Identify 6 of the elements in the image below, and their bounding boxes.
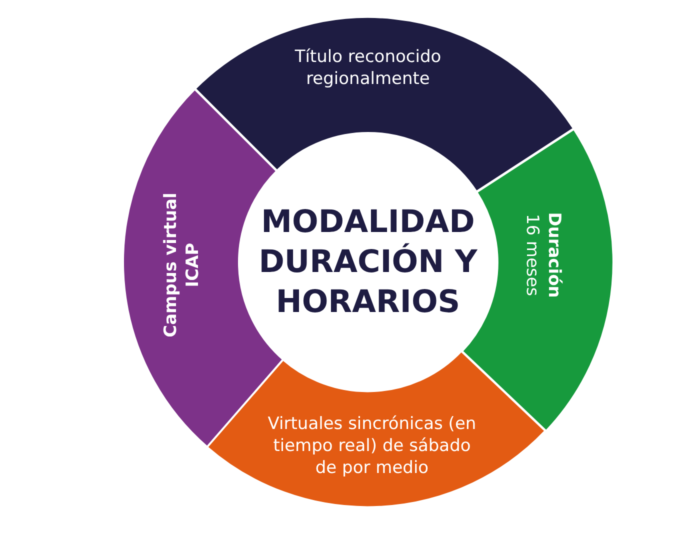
segment-subtitle: 16 meses — [520, 212, 543, 298]
segment-label: Duración — [543, 211, 566, 300]
segment-label: Título reconocido regionalmente — [294, 46, 442, 90]
center-title: MODALIDAD DURACIÓN Y HORARIOS — [258, 202, 478, 322]
segment-label: Campus virtual ICAP — [160, 192, 204, 340]
segment-label: Virtuales sincrónicas (en tiempo real) de sábado de por medio — [266, 412, 478, 480]
